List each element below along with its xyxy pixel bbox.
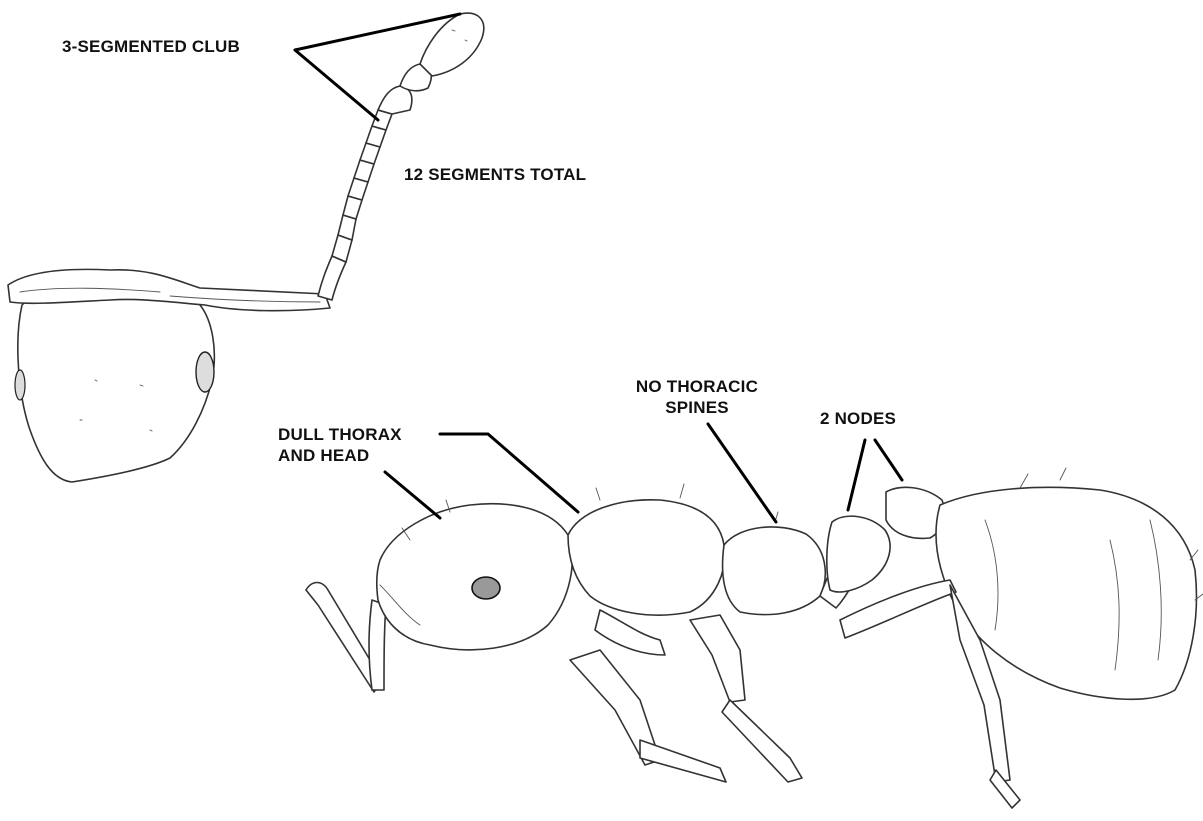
label-dull-line2: AND HEAD xyxy=(278,445,402,466)
label-dull-thorax-and-head: DULL THORAX AND HEAD xyxy=(278,424,402,466)
label-2-nodes: 2 NODES xyxy=(820,408,896,429)
spines-leader xyxy=(708,424,776,522)
thorax-leader xyxy=(440,434,578,512)
club-leader-bottom xyxy=(295,50,378,120)
frontal-head-drawing xyxy=(8,13,484,482)
label-no-thoracic-line1: NO THORACIC xyxy=(622,376,772,397)
label-12-segments-total: 12 SEGMENTS TOTAL xyxy=(404,164,586,185)
label-no-thoracic-spines: NO THORACIC SPINES xyxy=(622,376,772,418)
head-leader xyxy=(385,472,440,518)
label-no-thoracic-line2: SPINES xyxy=(622,397,772,418)
node2-leader xyxy=(875,440,902,480)
label-dull-line1: DULL THORAX xyxy=(278,424,402,445)
node1-leader xyxy=(848,440,865,510)
label-3-segmented-club: 3-SEGMENTED CLUB xyxy=(62,36,240,57)
